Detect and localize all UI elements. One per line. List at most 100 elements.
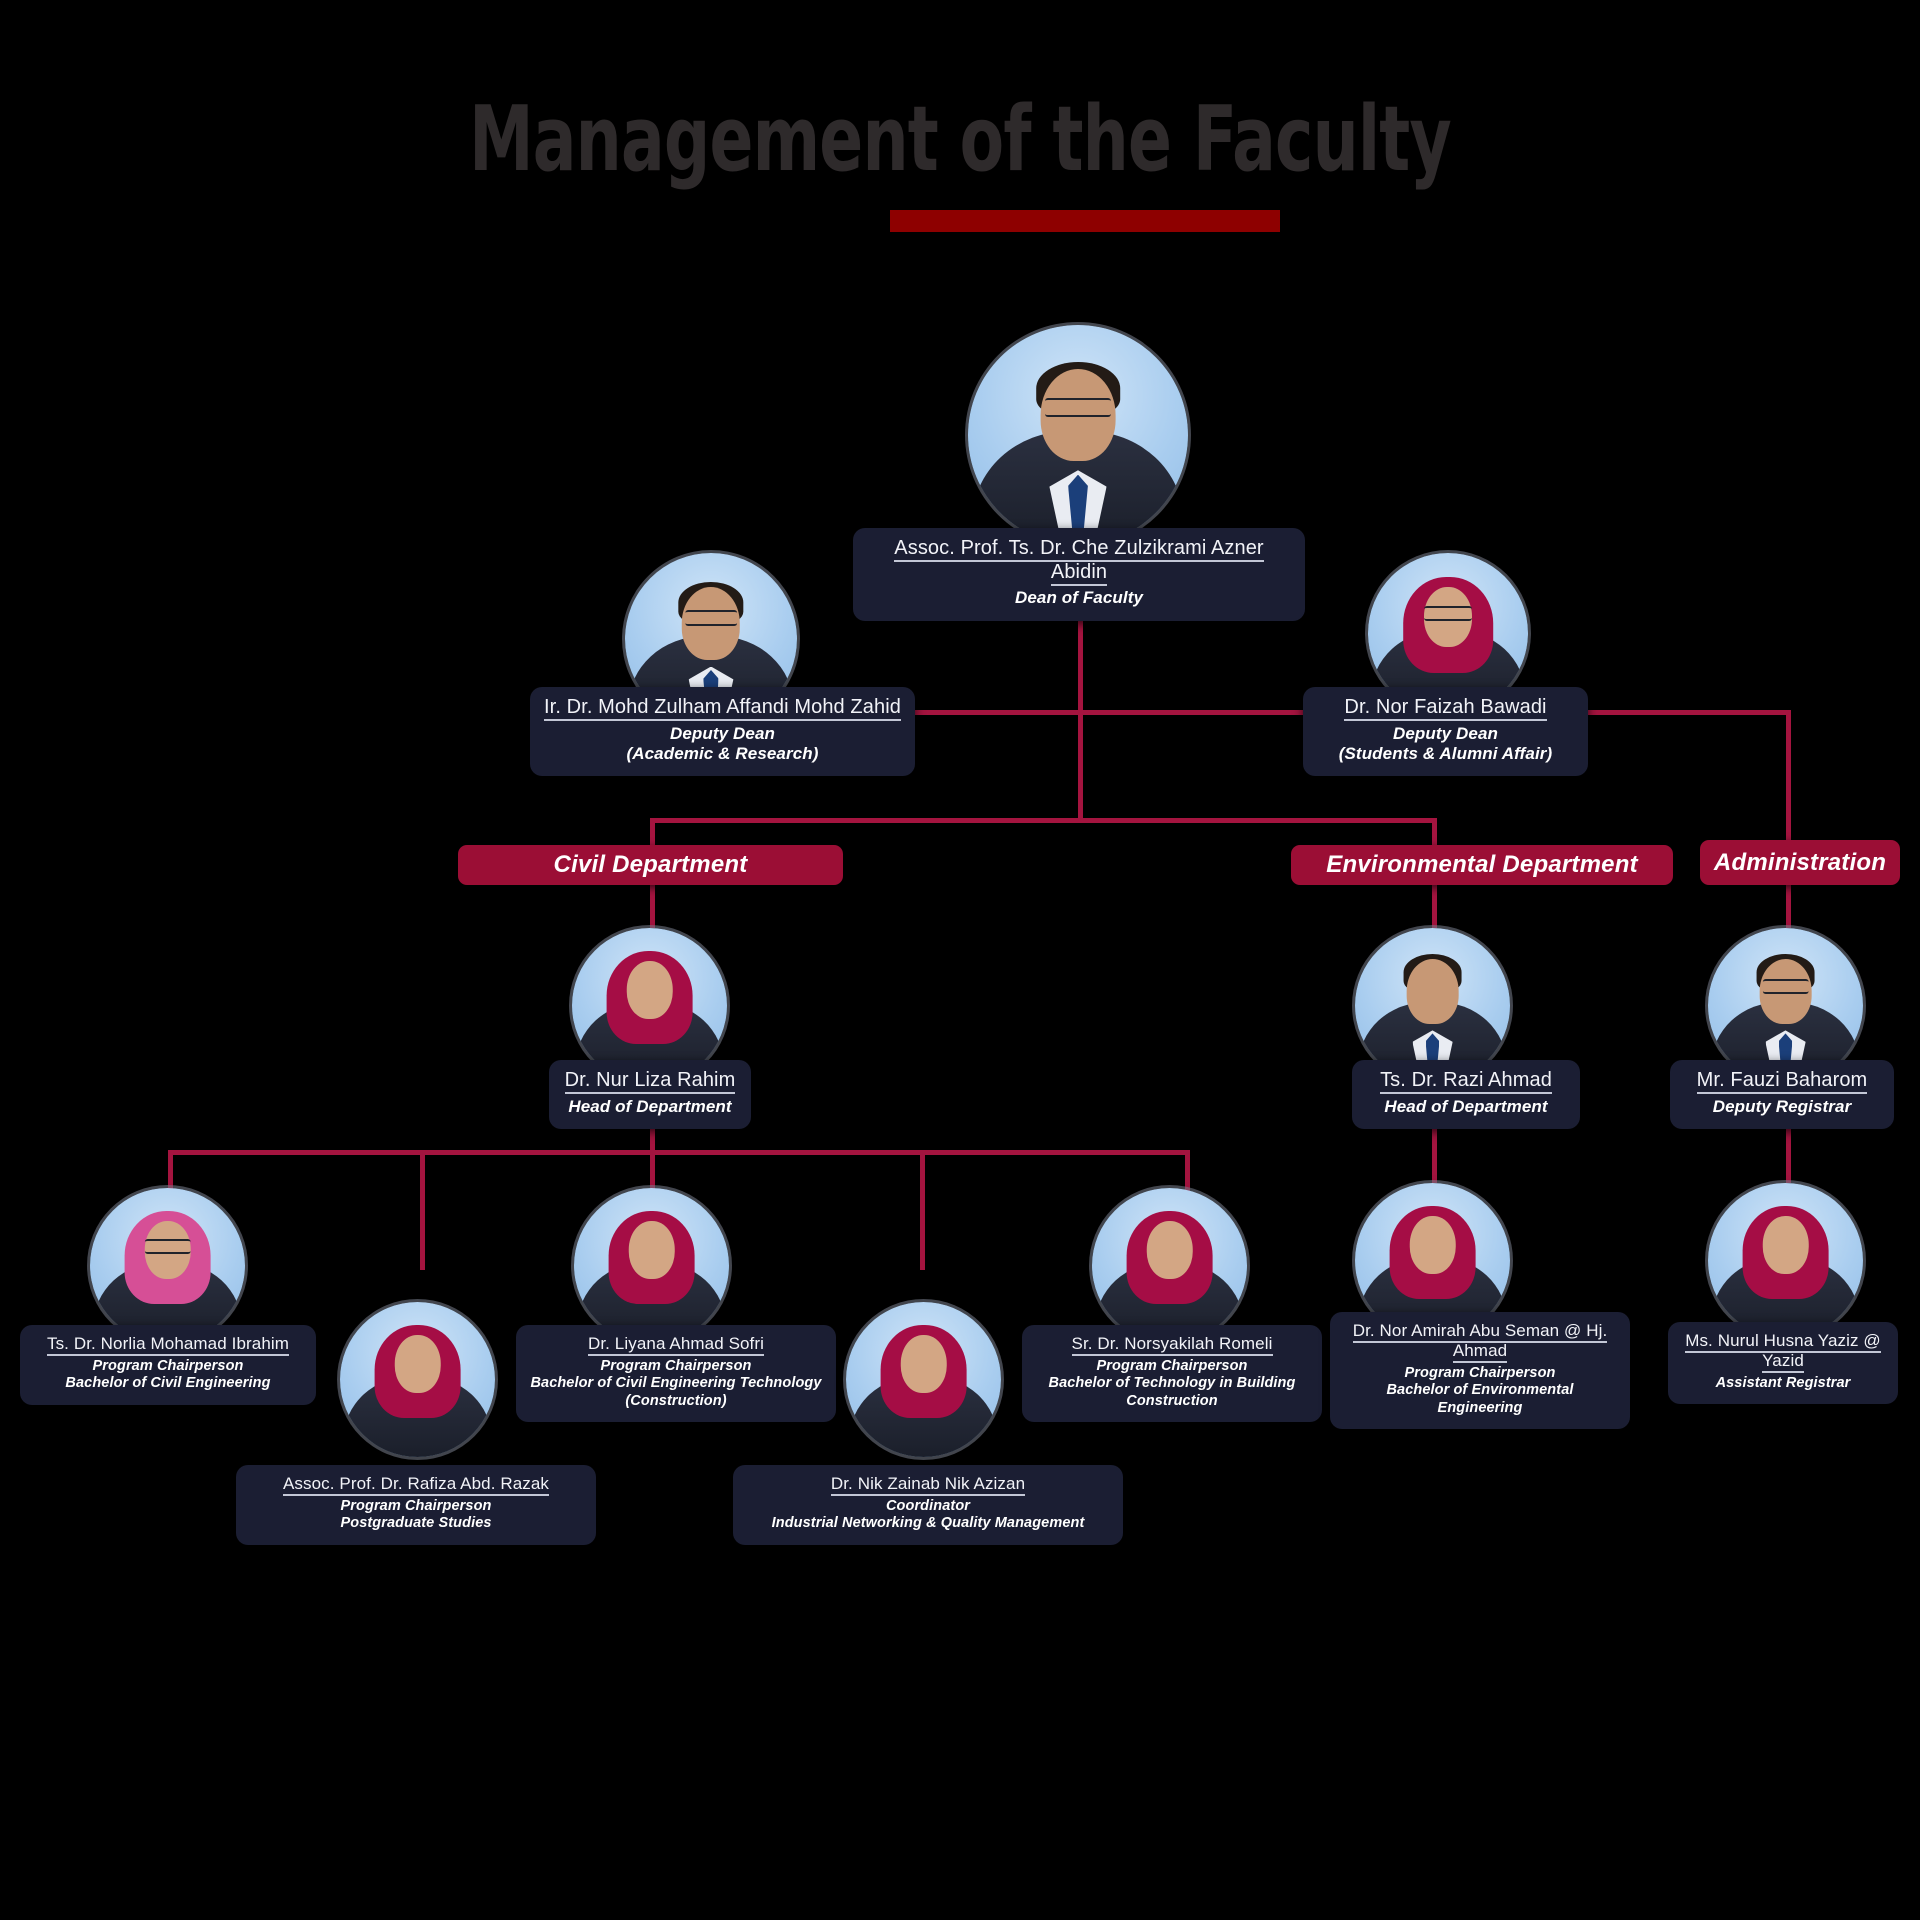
staff-norsyakilah-role-2: Bachelor of Technology in Building Const… — [1048, 1375, 1296, 1409]
avatar-glasses — [144, 1239, 191, 1254]
staff-nurulhusna-role-1: Assistant Registrar — [1715, 1375, 1851, 1392]
staff-norsyakilah-name: Sr. Dr. Norsyakilah Romeli — [1036, 1334, 1308, 1356]
card-staff-norsyakilah[interactable]: Sr. Dr. Norsyakilah Romeli Program Chair… — [1022, 1325, 1322, 1423]
staff-norlia-name: Ts. Dr. Norlia Mohamad Ibrahim — [34, 1334, 302, 1356]
staff-rafiza-name: Assoc. Prof. Dr. Rafiza Abd. Razak — [250, 1474, 582, 1496]
connector-staff-1-down — [168, 1150, 173, 1195]
card-head-civil[interactable]: Dr. Nur Liza Rahim Head of Department — [549, 1060, 751, 1129]
avatar-staff-rafiza — [340, 1302, 495, 1457]
card-staff-nikzainab[interactable]: Dr. Nik Zainab Nik Azizan Coordinator In… — [733, 1465, 1123, 1545]
avatar-head — [681, 587, 741, 660]
deputy-registrar-name-text: Mr. Fauzi Baharom — [1696, 1069, 1868, 1094]
card-staff-norlia[interactable]: Ts. Dr. Norlia Mohamad Ibrahim Program C… — [20, 1325, 316, 1405]
connector-environmental-down — [1432, 818, 1437, 858]
staff-noramirah-name-text: Dr. Nor Amirah Abu Seman @ Hj. Ahmad — [1352, 1321, 1608, 1364]
banner-environmental-department[interactable]: Environmental Department — [1291, 845, 1673, 885]
avatar-staff-nikzainab — [846, 1302, 1001, 1457]
head-environmental-name-text: Ts. Dr. Razi Ahmad — [1380, 1069, 1552, 1094]
avatar-face — [1409, 1215, 1456, 1275]
avatar-face — [394, 1334, 441, 1394]
connector-civil-head-down — [650, 1118, 655, 1153]
connector-staff-5-down — [1185, 1150, 1190, 1195]
avatar-staff-norlia — [90, 1188, 245, 1343]
avatar-tie — [1068, 474, 1088, 545]
banner-administration[interactable]: Administration — [1700, 840, 1900, 885]
connector-staff-3-down — [650, 1150, 655, 1195]
deputy-dean-students-name: Dr. Nor Faizah Bawadi — [1317, 696, 1574, 721]
card-deputy-registrar[interactable]: Mr. Fauzi Baharom Deputy Registrar — [1670, 1060, 1894, 1129]
staff-liyana-role-1: Program Chairperson — [600, 1358, 752, 1375]
deputy-dean-students-role-2: (Students & Alumni Affair) — [1338, 743, 1553, 763]
dean-name-text: Assoc. Prof. Ts. Dr. Che Zulzikrami Azne… — [894, 537, 1264, 586]
avatar-face — [626, 960, 673, 1020]
connector-deputy-left — [915, 710, 1080, 715]
avatar-staff-nurulhusna — [1708, 1183, 1863, 1338]
deputy-registrar-name: Mr. Fauzi Baharom — [1684, 1069, 1880, 1094]
staff-rafiza-role-2: Postgraduate Studies — [340, 1515, 492, 1532]
head-environmental-role: Head of Department — [1384, 1096, 1548, 1116]
title-accent-bar — [890, 210, 1280, 232]
staff-nikzainab-name-text: Dr. Nik Zainab Nik Azizan — [830, 1474, 1026, 1496]
staff-liyana-name-text: Dr. Liyana Ahmad Sofri — [587, 1334, 765, 1356]
staff-noramirah-role-1: Program Chairperson — [1404, 1365, 1556, 1382]
connector-deputy-right — [1078, 710, 1303, 715]
staff-noramirah-name: Dr. Nor Amirah Abu Seman @ Hj. Ahmad — [1344, 1321, 1616, 1364]
deputy-dean-students-role-1: Deputy Dean — [1392, 723, 1498, 743]
avatar-glasses — [1045, 397, 1111, 417]
staff-nurulhusna-name-text: Ms. Nurul Husna Yaziz @ Yazid — [1685, 1331, 1881, 1374]
connector-civil-staff-bar — [168, 1150, 1188, 1155]
avatar-glasses — [1762, 979, 1809, 994]
avatar-face — [900, 1334, 947, 1394]
head-civil-name: Dr. Nur Liza Rahim — [563, 1069, 737, 1094]
card-deputy-dean-students[interactable]: Dr. Nor Faizah Bawadi Deputy Dean (Stude… — [1303, 687, 1588, 777]
staff-norlia-role-2: Bachelor of Civil Engineering — [65, 1375, 271, 1392]
staff-norlia-name-text: Ts. Dr. Norlia Mohamad Ibrahim — [46, 1334, 290, 1356]
deputy-dean-students-name-text: Dr. Nor Faizah Bawadi — [1344, 696, 1547, 721]
page-title: Management of the Faculty — [469, 87, 1452, 192]
connector-env-head-down — [1432, 1118, 1437, 1183]
connector-department-spine — [650, 818, 1435, 823]
staff-rafiza-name-text: Assoc. Prof. Dr. Rafiza Abd. Razak — [282, 1474, 550, 1496]
deputy-dean-academic-role-1: Deputy Dean — [669, 723, 775, 743]
staff-liyana-name: Dr. Liyana Ahmad Sofri — [530, 1334, 822, 1356]
avatar-face — [628, 1220, 675, 1280]
avatar-face — [1762, 1215, 1809, 1275]
connector-environmental-to-head — [1432, 878, 1437, 928]
connector-staff-2-down — [420, 1150, 425, 1270]
connector-dean-down-2 — [1078, 683, 1083, 818]
connector-admin-down — [1786, 710, 1791, 855]
staff-nikzainab-name: Dr. Nik Zainab Nik Azizan — [747, 1474, 1109, 1496]
avatar-head — [1759, 959, 1812, 1025]
banner-civil-department[interactable]: Civil Department — [458, 845, 843, 885]
staff-nurulhusna-name: Ms. Nurul Husna Yaziz @ Yazid — [1682, 1331, 1884, 1374]
avatar-glasses — [685, 609, 737, 626]
staff-norsyakilah-name-text: Sr. Dr. Norsyakilah Romeli — [1071, 1334, 1273, 1356]
card-staff-nurulhusna[interactable]: Ms. Nurul Husna Yaziz @ Yazid Assistant … — [1668, 1322, 1898, 1405]
card-staff-noramirah[interactable]: Dr. Nor Amirah Abu Seman @ Hj. Ahmad Pro… — [1330, 1312, 1630, 1430]
avatar-face — [1146, 1220, 1193, 1280]
card-staff-liyana[interactable]: Dr. Liyana Ahmad Sofri Program Chairpers… — [516, 1325, 836, 1423]
staff-norsyakilah-role-1: Program Chairperson — [1096, 1358, 1248, 1375]
avatar-glasses — [1424, 605, 1472, 621]
deputy-dean-academic-name: Ir. Dr. Mohd Zulham Affandi Mohd Zahid — [544, 696, 901, 721]
dean-name: Assoc. Prof. Ts. Dr. Che Zulzikrami Azne… — [867, 537, 1291, 586]
staff-norlia-role-1: Program Chairperson — [92, 1358, 244, 1375]
connector-dean-down-1 — [1078, 588, 1083, 683]
avatar-face — [144, 1220, 191, 1280]
avatar-head — [1406, 959, 1459, 1025]
head-environmental-name: Ts. Dr. Razi Ahmad — [1366, 1069, 1566, 1094]
staff-nikzainab-role-2: Industrial Networking & Quality Manageme… — [771, 1515, 1085, 1532]
card-dean[interactable]: Assoc. Prof. Ts. Dr. Che Zulzikrami Azne… — [853, 528, 1305, 621]
card-head-environmental[interactable]: Ts. Dr. Razi Ahmad Head of Department — [1352, 1060, 1580, 1129]
card-deputy-dean-academic[interactable]: Ir. Dr. Mohd Zulham Affandi Mohd Zahid D… — [530, 687, 915, 777]
avatar-face — [1424, 586, 1472, 648]
staff-nikzainab-role-1: Coordinator — [885, 1498, 971, 1515]
staff-rafiza-role-1: Program Chairperson — [340, 1498, 492, 1515]
connector-civil-to-head — [650, 878, 655, 928]
avatar-staff-norsyakilah — [1092, 1188, 1247, 1343]
deputy-registrar-role: Deputy Registrar — [1712, 1096, 1852, 1116]
avatar-staff-liyana — [574, 1188, 729, 1343]
connector-staff-4-down — [920, 1150, 925, 1270]
head-civil-name-text: Dr. Nur Liza Rahim — [564, 1069, 736, 1094]
card-staff-rafiza[interactable]: Assoc. Prof. Dr. Rafiza Abd. Razak Progr… — [236, 1465, 596, 1545]
